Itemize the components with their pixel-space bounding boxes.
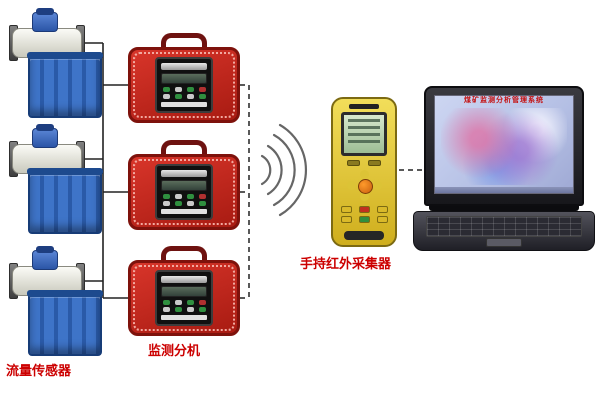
- laptop-display: 煤矿监测分析管理系统: [434, 95, 574, 194]
- monitor-case: [128, 260, 240, 336]
- handheld-softkeys: [347, 160, 381, 166]
- monitor-case: [128, 47, 240, 123]
- handheld-keypad: [340, 206, 388, 223]
- panel-nameplate: [161, 170, 207, 177]
- monitor-unit-1: [128, 33, 240, 125]
- panel-display: [161, 73, 207, 84]
- laptop-keyboard: [426, 216, 582, 237]
- laptop-hinge: [429, 206, 579, 211]
- control-panel: [155, 57, 213, 113]
- wireless-signal-arcs: [260, 123, 307, 217]
- panel-nameplate: [161, 63, 207, 70]
- panel-label-strip: [161, 314, 207, 320]
- panel-label-strip: [161, 208, 207, 214]
- handheld-grip: [344, 231, 384, 240]
- monitor-unit-3: [128, 246, 240, 338]
- software-taskbar: [435, 187, 573, 193]
- panel-display: [161, 286, 207, 297]
- panel-keypad: [161, 193, 207, 206]
- software-title: 煤矿监测分析管理系统: [464, 97, 544, 104]
- carry-handle: [161, 140, 207, 154]
- label-handheld-collector: 手持红外采集器: [300, 256, 392, 271]
- panel-keypad: [161, 86, 207, 99]
- label-flow-sensor: 流量传感器: [6, 363, 72, 378]
- control-panel: [155, 164, 213, 220]
- sensor-tank: [27, 52, 103, 118]
- flow-sensor-group-1: [9, 8, 104, 124]
- carry-handle: [161, 246, 207, 260]
- infrared-window: [349, 104, 379, 109]
- laptop: 煤矿监测分析管理系统: [413, 86, 595, 254]
- panel-label-strip: [161, 101, 207, 107]
- panel-keypad: [161, 299, 207, 312]
- handheld-lcd-screen: [341, 112, 387, 156]
- meter-transmitter-head: [32, 246, 58, 270]
- handheld-dpad: [346, 169, 382, 201]
- flow-sensor-group-3: [9, 246, 104, 362]
- label-monitor-unit: 监测分机: [148, 343, 201, 358]
- handheld-collector: [331, 97, 397, 247]
- sensor-tank: [27, 290, 103, 356]
- wired-connection-lines: [72, 42, 128, 299]
- monitor-case: [128, 154, 240, 230]
- dashed-link-lines: [240, 84, 425, 299]
- software-content-graphic: [441, 108, 567, 185]
- panel-nameplate: [161, 276, 207, 283]
- laptop-screen-bezel: 煤矿监测分析管理系统: [424, 86, 584, 206]
- monitor-unit-2: [128, 140, 240, 232]
- carry-handle: [161, 33, 207, 47]
- meter-transmitter-head: [32, 8, 58, 32]
- sensor-tank: [27, 168, 103, 234]
- control-panel: [155, 270, 213, 326]
- panel-display: [161, 180, 207, 191]
- laptop-base: [413, 211, 595, 251]
- flow-sensor-group-2: [9, 124, 104, 240]
- laptop-touchpad: [486, 238, 522, 247]
- meter-transmitter-head: [32, 124, 58, 148]
